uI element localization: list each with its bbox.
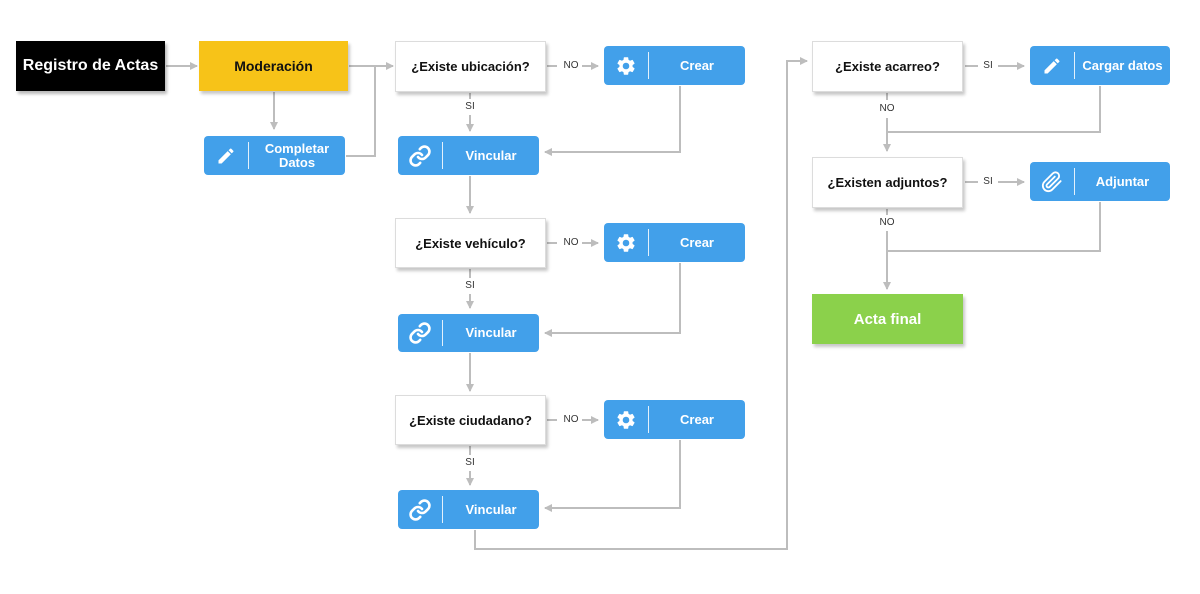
edge-label-ubicacion-no: NO — [561, 60, 581, 72]
node-label: Moderación — [234, 58, 313, 74]
pencil-icon — [1030, 46, 1074, 85]
action-vincular-vehiculo[interactable]: Vincular — [398, 314, 539, 352]
divider — [1074, 51, 1075, 80]
decision-label: ¿Existe ciudadano? — [409, 412, 532, 428]
action-crear-vehiculo[interactable]: Crear — [604, 223, 745, 262]
action-label: Cargar datos — [1082, 57, 1163, 73]
node-acta-final[interactable]: Acta final — [812, 294, 963, 344]
connector-adjuntar-merge — [887, 202, 1101, 252]
decision-label: ¿Existe vehículo? — [415, 235, 526, 251]
decision-existe-ubicacion[interactable]: ¿Existe ubicación? — [395, 41, 546, 92]
action-label: Crear — [680, 57, 714, 73]
node-moderacion[interactable]: Moderación — [199, 41, 348, 91]
connector-crear-vincular-ubicacion — [544, 86, 681, 156]
connector-completar-return — [346, 66, 376, 157]
decision-existen-adjuntos[interactable]: ¿Existen adjuntos? — [812, 157, 963, 208]
divider — [1074, 167, 1075, 196]
link-icon — [398, 136, 442, 175]
action-vincular-ubicacion[interactable]: Vincular — [398, 136, 539, 175]
connector-crear-vincular-vehiculo — [544, 263, 681, 337]
connector-cargar-merge — [887, 86, 1101, 133]
action-adjuntar[interactable]: Adjuntar — [1030, 162, 1170, 201]
decision-label: ¿Existe acarreo? — [835, 59, 940, 74]
action-label: Vincular — [465, 147, 517, 163]
node-registro-de-actas[interactable]: Registro de Actas — [16, 41, 165, 91]
link-icon — [398, 314, 442, 352]
action-label: Crear — [680, 411, 714, 427]
edge-label-ciudadano-no: NO — [561, 414, 581, 426]
edge-label-vehiculo-no: NO — [561, 237, 581, 249]
decision-existe-vehiculo[interactable]: ¿Existe vehículo? — [395, 218, 546, 268]
paperclip-icon — [1030, 162, 1074, 201]
gear-icon — [604, 223, 648, 262]
edge-label-ciudadano-si: SI — [463, 457, 477, 469]
divider — [648, 228, 649, 257]
edge-label-adjuntos-si: SI — [981, 176, 995, 188]
action-label: Vincular — [465, 325, 517, 340]
decision-label: ¿Existen adjuntos? — [827, 175, 948, 190]
edge-label-acarreo-no: NO — [877, 103, 897, 115]
decision-label: ¿Existe ubicación? — [411, 59, 530, 74]
decision-existe-acarreo[interactable]: ¿Existe acarreo? — [812, 41, 963, 92]
action-crear-ubicacion[interactable]: Crear — [604, 46, 745, 85]
divider — [648, 51, 649, 80]
gear-icon — [604, 46, 648, 85]
action-label: Completar Datos — [264, 140, 330, 170]
edge-label-ubicacion-si: SI — [463, 101, 477, 113]
action-label: Adjuntar — [1095, 173, 1150, 189]
connector-crear-vincular-ciudadano — [544, 440, 681, 512]
edge-label-vehiculo-si: SI — [463, 280, 477, 292]
decision-existe-ciudadano[interactable]: ¿Existe ciudadano? — [395, 395, 546, 445]
gear-icon — [604, 400, 648, 439]
link-icon — [398, 490, 442, 529]
divider — [648, 405, 649, 434]
edge-label-acarreo-si: SI — [981, 60, 995, 72]
divider — [442, 141, 443, 170]
action-cargar-datos[interactable]: Cargar datos — [1030, 46, 1170, 85]
divider — [442, 495, 443, 524]
divider — [248, 141, 249, 170]
action-label: Crear — [680, 234, 714, 250]
action-label: Vincular — [465, 501, 517, 517]
edge-label-adjuntos-no: NO — [877, 217, 897, 229]
divider — [442, 319, 443, 347]
pencil-icon — [204, 136, 248, 175]
node-label: Registro de Actas — [22, 57, 159, 74]
node-label: Acta final — [853, 310, 922, 328]
action-completar-datos[interactable]: Completar Datos — [204, 136, 345, 175]
connector-ciudadano-acarreo — [474, 57, 808, 550]
action-vincular-ciudadano[interactable]: Vincular — [398, 490, 539, 529]
action-crear-ciudadano[interactable]: Crear — [604, 400, 745, 439]
